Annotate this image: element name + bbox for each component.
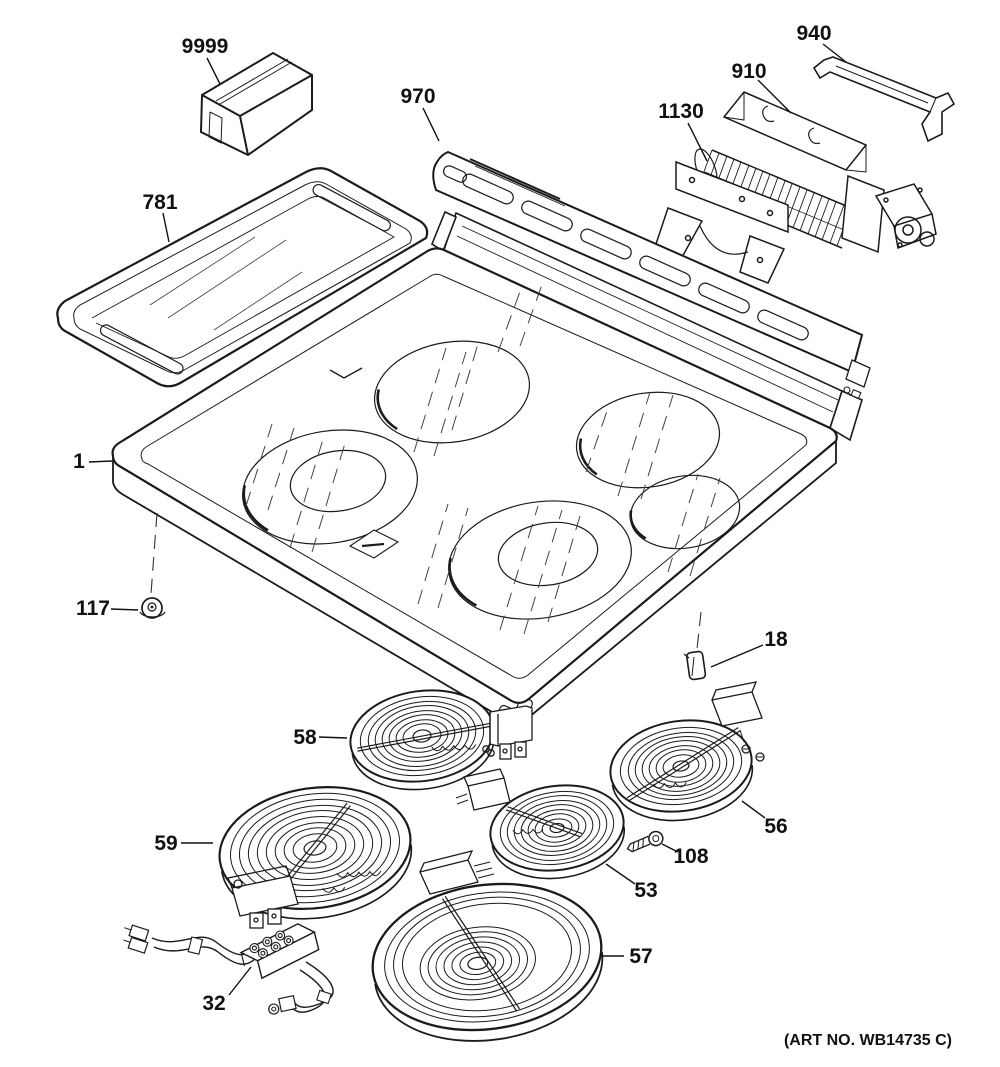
callout-940-label: 940 <box>796 22 831 45</box>
callout-1-label: 1 <box>73 450 85 473</box>
main-cooktop-glass <box>111 247 838 725</box>
callout-781-label: 781 <box>142 191 177 214</box>
literature-box <box>199 51 313 157</box>
brand-badge <box>348 529 400 559</box>
left-glass-panel <box>56 167 429 388</box>
callout-leaders <box>88 43 847 996</box>
mounting-clip <box>683 611 707 681</box>
burner-outlines <box>242 340 741 620</box>
radiant-element-57 <box>371 850 604 1042</box>
screw <box>626 830 664 853</box>
callout-970-label: 970 <box>400 85 435 108</box>
callout-57-label: 57 <box>629 945 652 968</box>
callout-32-label: 32 <box>202 992 225 1015</box>
callout-1130-label: 1130 <box>658 100 704 123</box>
callout-58-label: 58 <box>293 726 317 749</box>
callout-18-label: 18 <box>764 628 788 651</box>
blower-bracket <box>812 56 956 143</box>
callout-53-label: 53 <box>634 879 657 902</box>
callout-9999-label: 9999 <box>182 35 229 58</box>
wiring-harness <box>123 923 334 1015</box>
callout-910-label: 910 <box>731 60 766 83</box>
cooling-fan-blower <box>694 91 937 254</box>
callout-117-label: 117 <box>76 597 110 620</box>
radiant-element-53 <box>455 768 626 880</box>
callout-59-label: 59 <box>154 832 177 855</box>
rear-vent-trim <box>432 150 871 388</box>
radiant-element-56 <box>609 681 765 822</box>
callout-labels: 9999 781 970 1130 910 940 1 117 18 58 56… <box>73 22 831 1015</box>
blower-mounting-bracket <box>651 160 789 284</box>
callout-108-label: 108 <box>673 845 708 868</box>
radiant-element-58 <box>349 689 533 791</box>
callout-56-label: 56 <box>764 815 787 838</box>
radiant-element-59 <box>218 786 413 929</box>
grommet <box>139 512 166 619</box>
art-number: (ART NO. WB14735 C) <box>784 1032 952 1049</box>
